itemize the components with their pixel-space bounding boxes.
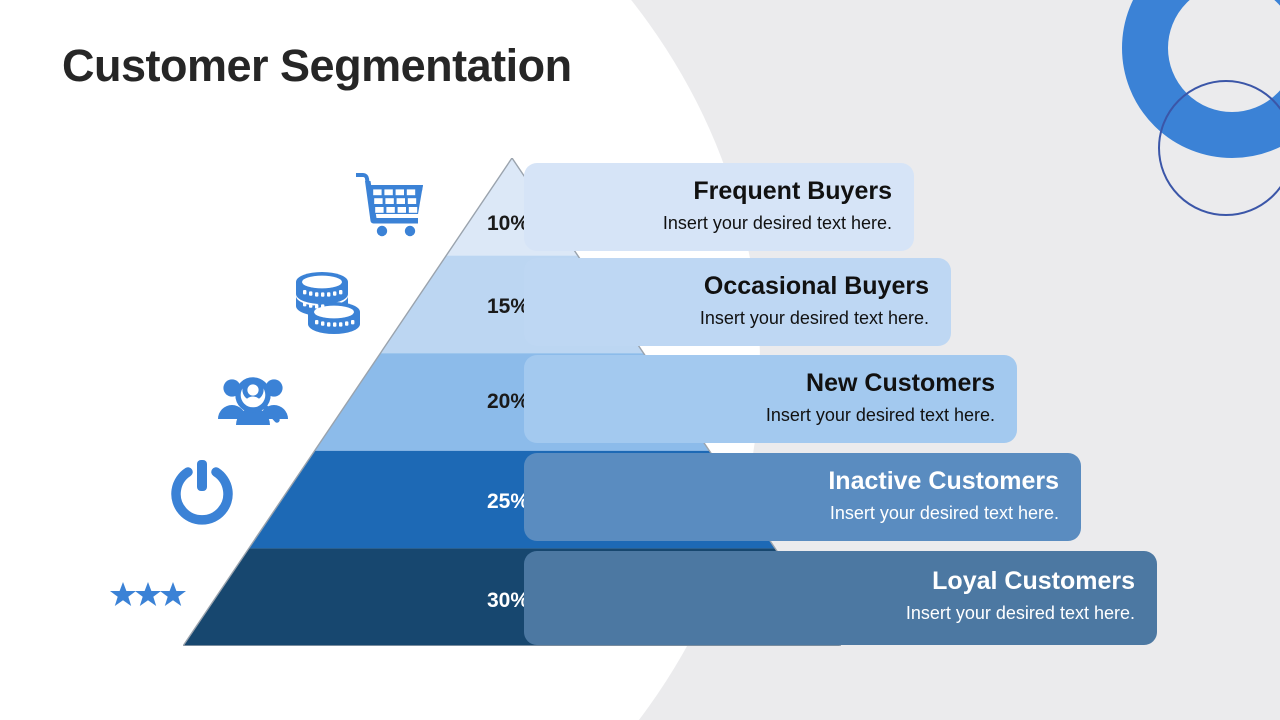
segment-card-loyal-customers[interactable]: Loyal Customers Insert your desired text… <box>524 551 1157 645</box>
power-icon <box>170 460 234 530</box>
three-stars-icon <box>110 582 186 610</box>
segment-subtitle-new-customers: Insert your desired text here. <box>765 405 995 425</box>
shopping-cart-icon <box>352 168 428 238</box>
page-title: Customer Segmentation <box>62 40 572 91</box>
segment-subtitle-occasional-buyers: Insert your desired text here. <box>699 308 929 328</box>
segment-title-occasional-buyers: Occasional Buyers <box>703 272 929 300</box>
segment-title-frequent-buyers: Frequent Buyers <box>693 177 892 205</box>
segment-subtitle-frequent-buyers: Insert your desired text here. <box>662 213 892 233</box>
segment-subtitle-loyal-customers: Insert your desired text here. <box>905 603 1135 623</box>
outline-circle-decoration <box>1158 80 1280 216</box>
segment-card-inactive-customers[interactable]: Inactive Customers Insert your desired t… <box>524 453 1081 541</box>
customer-search-icon <box>215 373 291 433</box>
percent-label-loyal-customers: 30% <box>487 589 530 612</box>
segment-title-inactive-customers: Inactive Customers <box>828 467 1059 495</box>
segment-title-loyal-customers: Loyal Customers <box>932 567 1135 595</box>
percent-label-inactive-customers: 25% <box>487 490 530 513</box>
segment-title-new-customers: New Customers <box>806 369 995 397</box>
percent-label-new-customers: 20% <box>487 390 530 413</box>
coins-icon <box>290 270 364 336</box>
segment-card-new-customers[interactable]: New Customers Insert your desired text h… <box>524 355 1017 443</box>
segment-card-frequent-buyers[interactable]: Frequent Buyers Insert your desired text… <box>524 163 914 251</box>
segment-card-occasional-buyers[interactable]: Occasional Buyers Insert your desired te… <box>524 258 951 346</box>
percent-label-frequent-buyers: 10% <box>487 212 530 235</box>
percent-label-occasional-buyers: 15% <box>487 295 530 318</box>
segment-subtitle-inactive-customers: Insert your desired text here. <box>829 503 1059 523</box>
